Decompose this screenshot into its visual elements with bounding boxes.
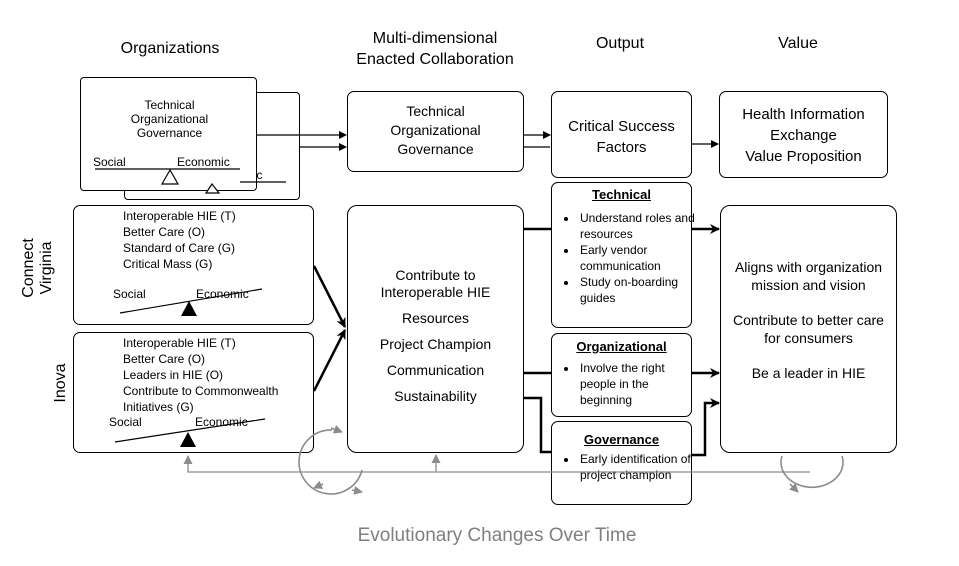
collab-top-line-technical: Technical <box>406 103 465 119</box>
collab-main-communication: Communication <box>386 362 485 378</box>
header-value: Value <box>778 35 818 52</box>
line-collab-to-governance <box>524 396 551 454</box>
collab-main-resources: Resources <box>402 310 469 326</box>
collab-main-project-champion: Project Champion <box>379 336 492 352</box>
org-card-line-organizational: Organizational <box>130 112 209 126</box>
inova-item-4: Contribute to Commonwealth <box>123 384 279 398</box>
org-card-social-label: Social <box>93 155 126 169</box>
collab-top-box: Technical Organizational Governance <box>347 91 524 172</box>
collab-main-line1: Contribute to <box>395 267 476 283</box>
value-top-line1: Health Information <box>742 106 865 123</box>
cycle-icon-right <box>780 455 844 489</box>
organizational-title: Organizational <box>576 339 667 354</box>
technical-bullet-2: Early vendor communication <box>578 242 700 274</box>
governance-box: Governance Early identification of proje… <box>551 421 692 505</box>
arrow-governance-to-value <box>692 398 720 457</box>
evolution-caption: Evolutionary Changes Over Time <box>357 525 637 546</box>
inova-item-3: Leaders in HIE (O) <box>123 368 224 382</box>
cv-social-label: Social <box>113 287 146 301</box>
technical-title: Technical <box>591 187 651 202</box>
feedback-line <box>183 455 810 473</box>
inova-items: Interoperable HIE (T) Better Care (O) Le… <box>123 335 278 415</box>
cv-item-4: Critical Mass (G) <box>123 257 213 271</box>
inova-item-1: Interoperable HIE (T) <box>123 336 236 350</box>
output-top-box: Critical Success Factors <box>551 91 692 178</box>
arrow-cv-to-collab <box>312 265 347 328</box>
organizational-box: Organizational Involve the right people … <box>551 333 692 417</box>
value-main-box: Aligns with organization mission and vis… <box>720 205 897 453</box>
value-main-line2: mission and vision <box>751 277 866 293</box>
cv-item-1: Interoperable HIE (T) <box>123 209 236 223</box>
cycle-icon-left-arrow-3 <box>330 425 343 434</box>
technical-bullet-3: Study on-boarding guides <box>578 274 700 306</box>
cv-item-2: Better Care (O) <box>123 225 206 239</box>
arrow-inova-to-collab <box>312 329 347 392</box>
org-card-economic-label: Economic <box>177 155 230 169</box>
inova-social-label: Social <box>109 415 142 429</box>
header-collaboration-line1: Multi-dimensional <box>372 30 498 47</box>
value-main-text: Aligns with organization mission and vis… <box>721 258 896 382</box>
cycle-icon-left-arrow-1 <box>351 486 363 495</box>
output-top-text: Critical Success Factors <box>552 116 691 158</box>
header-output: Output <box>595 35 645 52</box>
value-top-box: Health Information Exchange Value Propos… <box>719 91 888 178</box>
inova-item-5: Initiatives (G) <box>123 400 194 414</box>
org-card-balance-fulcrum <box>160 168 180 185</box>
organizational-bullets: Involve the right people in the beginnin… <box>552 360 700 408</box>
collab-main-box: Contribute to Interoperable HIE Resource… <box>347 205 524 453</box>
inova-item-2: Better Care (O) <box>123 352 206 366</box>
org-card-front-text: Technical Organizational Governance <box>81 98 258 140</box>
org-card-back-fulcrum <box>204 182 221 194</box>
header-collaboration: Multi-dimensional Enacted Collaboration <box>330 28 540 70</box>
org-card-line-governance: Governance <box>136 126 203 140</box>
collab-main-sustainability: Sustainability <box>394 388 477 404</box>
collab-top-text: Technical Organizational Governance <box>348 102 523 159</box>
value-main-line3: Contribute to better care <box>733 312 884 328</box>
value-top-line2: Exchange <box>770 127 837 144</box>
connect-virginia-box: Interoperable HIE (T) Better Care (O) St… <box>73 205 314 325</box>
cycle-icon-left-arrow-2 <box>313 480 324 489</box>
inova-balance-fulcrum <box>180 432 196 447</box>
value-main-line5: Be a leader in HIE <box>751 365 866 381</box>
header-collaboration-line2: Enacted Collaboration <box>356 51 514 68</box>
inova-box: Interoperable HIE (T) Better Care (O) Le… <box>73 332 314 453</box>
collab-main-line2: Interoperable HIE <box>380 284 491 300</box>
output-top-line1: Critical Success <box>568 118 675 135</box>
collab-top-line-organizational: Organizational <box>390 122 481 138</box>
connect-virginia-items: Interoperable HIE (T) Better Care (O) St… <box>123 208 236 272</box>
header-organizations: Organizations <box>120 40 220 57</box>
value-main-line4: for consumers <box>764 330 853 346</box>
inova-balance-beam <box>114 418 266 443</box>
governance-title: Governance <box>583 432 660 447</box>
technical-box: Technical Understand roles and resources… <box>551 182 695 328</box>
org-card-line-technical: Technical <box>144 98 195 112</box>
collab-top-line-governance: Governance <box>397 141 474 157</box>
cv-balance-fulcrum <box>181 301 197 316</box>
organizational-bullet-1: Involve the right people in the beginnin… <box>578 360 700 408</box>
cycle-icon-left <box>298 429 363 495</box>
cv-balance-beam <box>119 288 263 314</box>
cv-item-3: Standard of Care (G) <box>123 241 236 255</box>
value-main-line1: Aligns with organization <box>734 259 883 275</box>
inova-economic-label: Economic <box>195 415 248 429</box>
value-top-text: Health Information Exchange Value Propos… <box>720 104 887 167</box>
collab-main-text: Contribute to Interoperable HIE Resource… <box>348 267 523 405</box>
output-top-line2: Factors <box>596 139 647 156</box>
technical-bullets: Understand roles and resources Early ven… <box>552 210 700 306</box>
cycle-icon-right-arrow <box>789 483 799 493</box>
value-top-line3: Value Proposition <box>745 148 862 165</box>
technical-bullet-1: Understand roles and resources <box>578 210 700 242</box>
